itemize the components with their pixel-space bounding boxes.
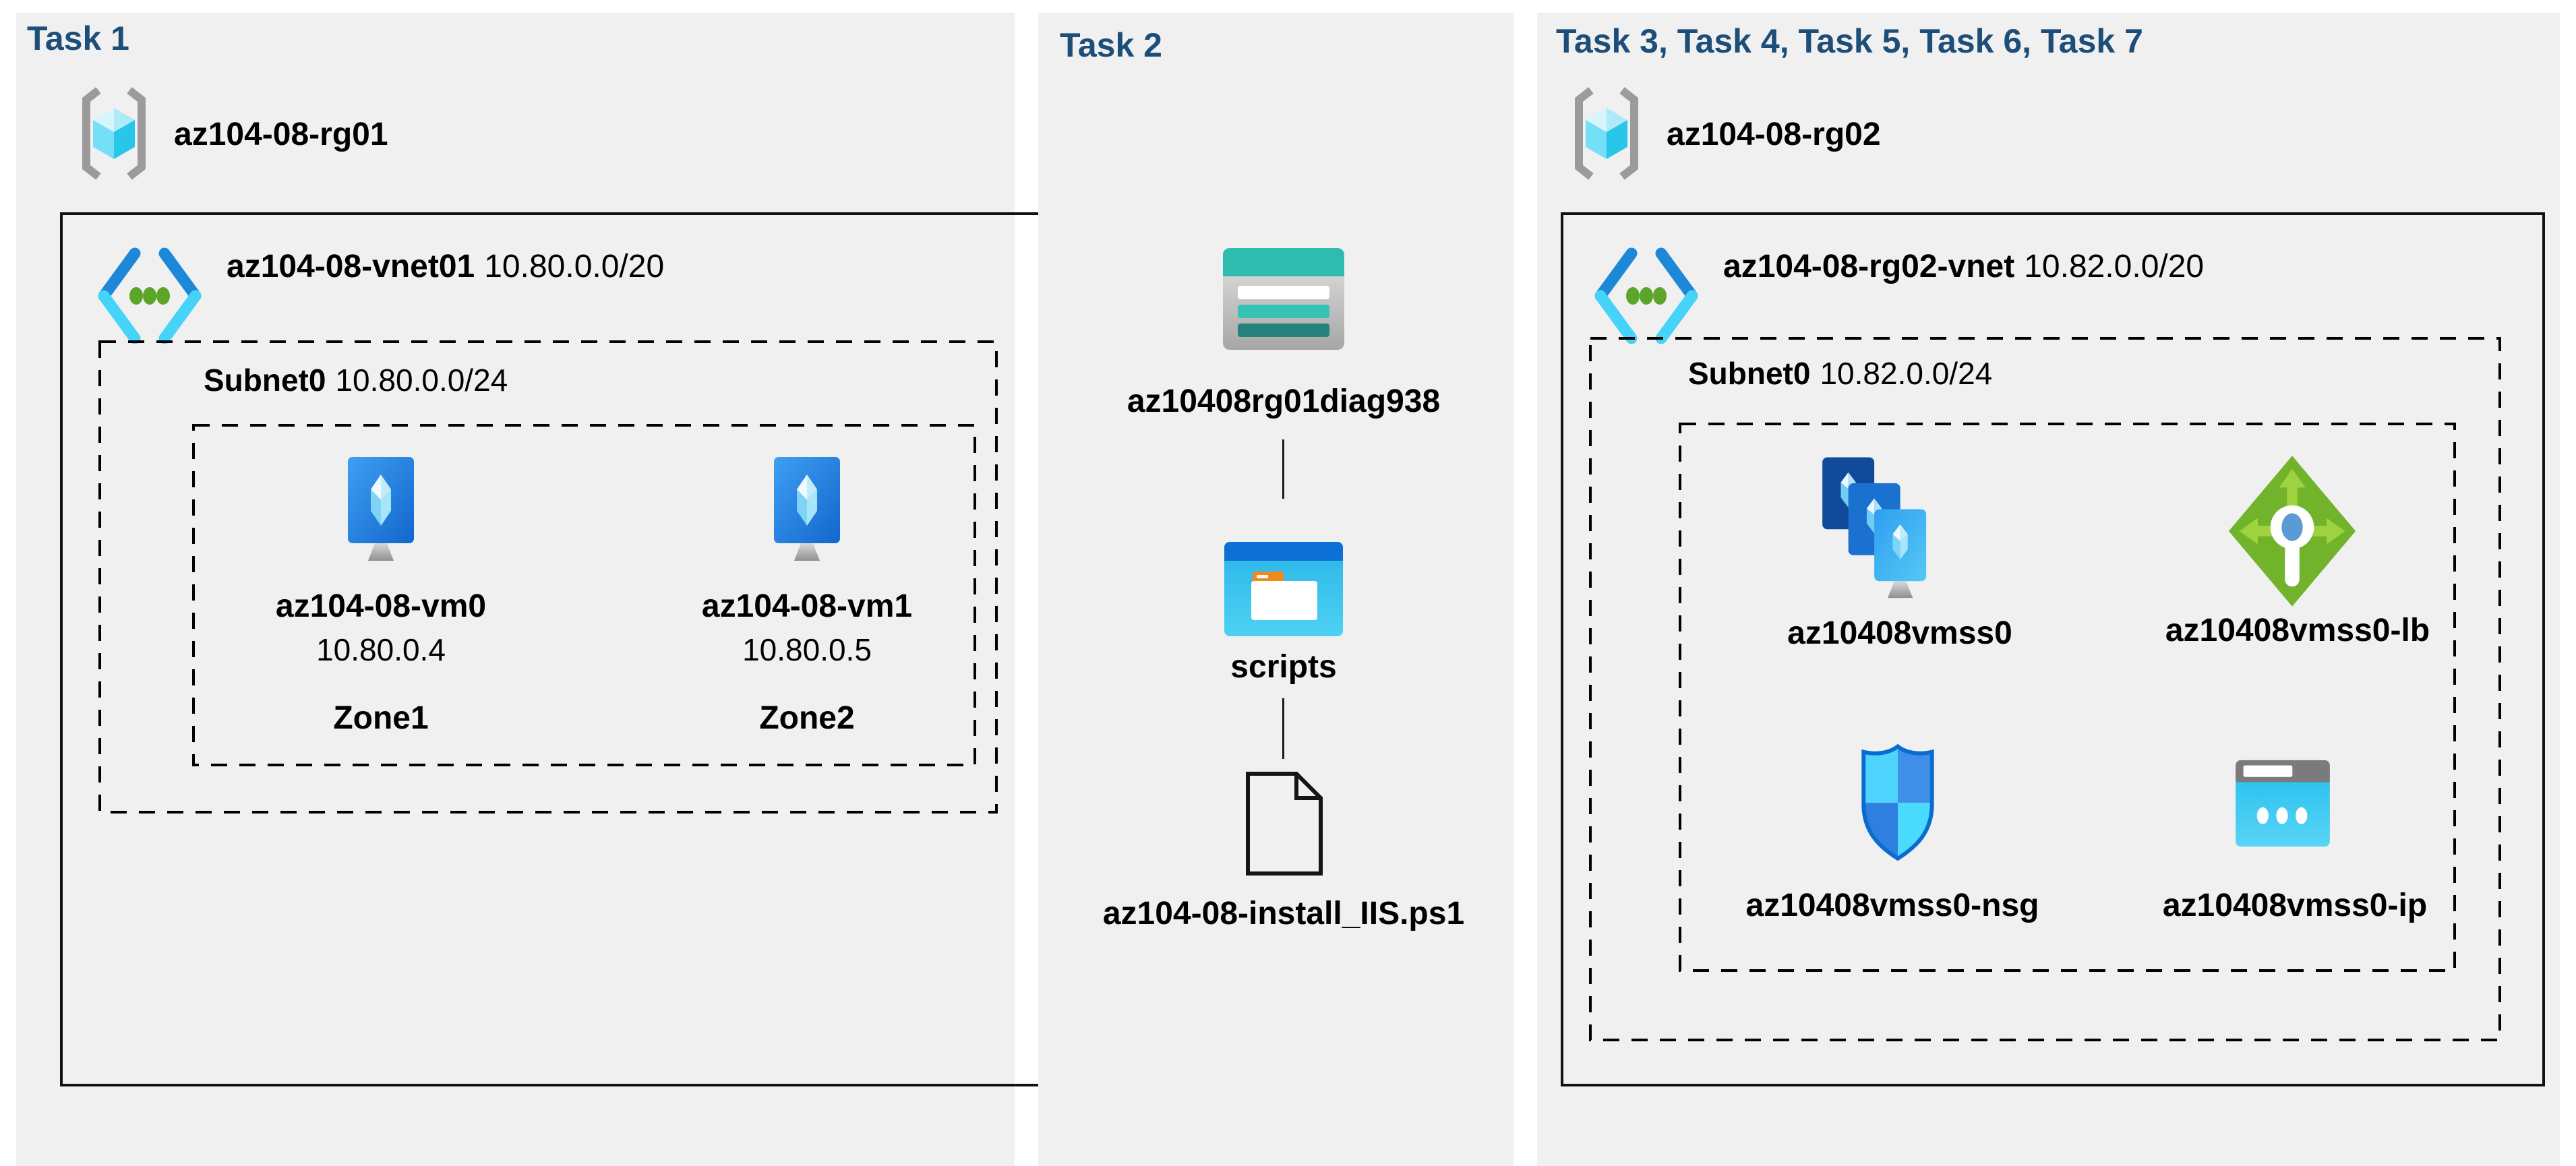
resource-group-label: az104-08-rg02: [1667, 117, 1881, 152]
file-icon: [1241, 770, 1326, 878]
task3-7-panel: Task 3, Task 4, Task 5, Task 6, Task 7 a…: [1537, 13, 2560, 1166]
task3-7-heading: Task 3, Task 4, Task 5, Task 6, Task 7: [1556, 22, 2143, 60]
storage-account-icon: [1222, 247, 1346, 351]
load-balancer-label: az10408vmss0-lb: [2165, 613, 2430, 648]
vnet2-label: az104-08-rg02-vnet 10.82.0.0/20: [1723, 248, 2204, 285]
vnet1-name: az104-08-vnet01: [227, 249, 475, 284]
connector-line: [1282, 439, 1284, 499]
storage-account-label: az10408rg01diag938: [1127, 383, 1441, 419]
resource-group-icon: [1571, 85, 1642, 182]
public-ip-icon: [2234, 759, 2331, 849]
vmss-label: az10408vmss0: [1787, 615, 2012, 651]
load-balancer-icon: [2226, 453, 2358, 609]
network-security-group-icon: [1858, 741, 1938, 863]
virtual-machine-icon: [770, 456, 844, 565]
vmss-group-box: [1679, 423, 2456, 972]
vnet1-label: az104-08-vnet01 10.80.0.0/20: [227, 248, 664, 285]
resource-group-label: az104-08-rg01: [174, 117, 388, 152]
file-label: az104-08-install_IIS.ps1: [1102, 896, 1465, 931]
vnet1-cidr: 10.80.0.0/20: [484, 249, 665, 284]
vm0-label: az104-08-vm0: [275, 588, 487, 624]
task1-panel: Task 1 az104-08-rg01 az104-08-vnet01 10.8…: [16, 13, 1495, 1166]
vnet2-name: az104-08-rg02-vnet: [1723, 249, 2015, 284]
vm1-zone: Zone2: [759, 700, 855, 736]
subnet1-cidr: 10.80.0.0/24: [335, 363, 508, 398]
vm-scale-set-icon: [1820, 456, 1955, 608]
vnet2-box: [1561, 212, 2545, 1086]
vm1-ip: 10.80.0.5: [742, 632, 872, 667]
subnet2-name: Subnet0: [1688, 356, 1811, 391]
subnet2-box: [1589, 337, 2501, 1041]
task1-heading: Task 1: [27, 20, 129, 57]
vm-group-box: [192, 424, 976, 766]
public-ip-label: az10408vmss0-ip: [2162, 888, 2428, 923]
blob-container-icon: [1223, 541, 1344, 638]
vm1-label: az104-08-vm1: [701, 588, 913, 624]
container-label: scripts: [1230, 649, 1337, 685]
vnet2-cidr: 10.82.0.0/20: [2024, 249, 2205, 284]
task2-panel: Task 2 az10408rg01diag938 scripts: [1038, 13, 1514, 1166]
virtual-machine-icon: [344, 456, 418, 565]
vm0-zone: Zone1: [333, 700, 429, 736]
subnet2-label: Subnet0 10.82.0.0/24: [1688, 356, 1992, 392]
subnet1-label: Subnet0 10.80.0.0/24: [204, 363, 508, 398]
nsg-label: az10408vmss0-nsg: [1745, 888, 2039, 923]
resource-group-icon: [78, 85, 150, 182]
subnet1-box: [98, 340, 998, 814]
task2-heading: Task 2: [1060, 26, 1162, 64]
virtual-network-icon: [93, 243, 206, 349]
virtual-network-icon: [1590, 243, 1703, 349]
connector-line: [1282, 698, 1284, 759]
subnet1-name: Subnet0: [204, 363, 326, 398]
vm0-ip: 10.80.0.4: [316, 632, 446, 667]
subnet2-cidr: 10.82.0.0/24: [1820, 356, 1993, 391]
